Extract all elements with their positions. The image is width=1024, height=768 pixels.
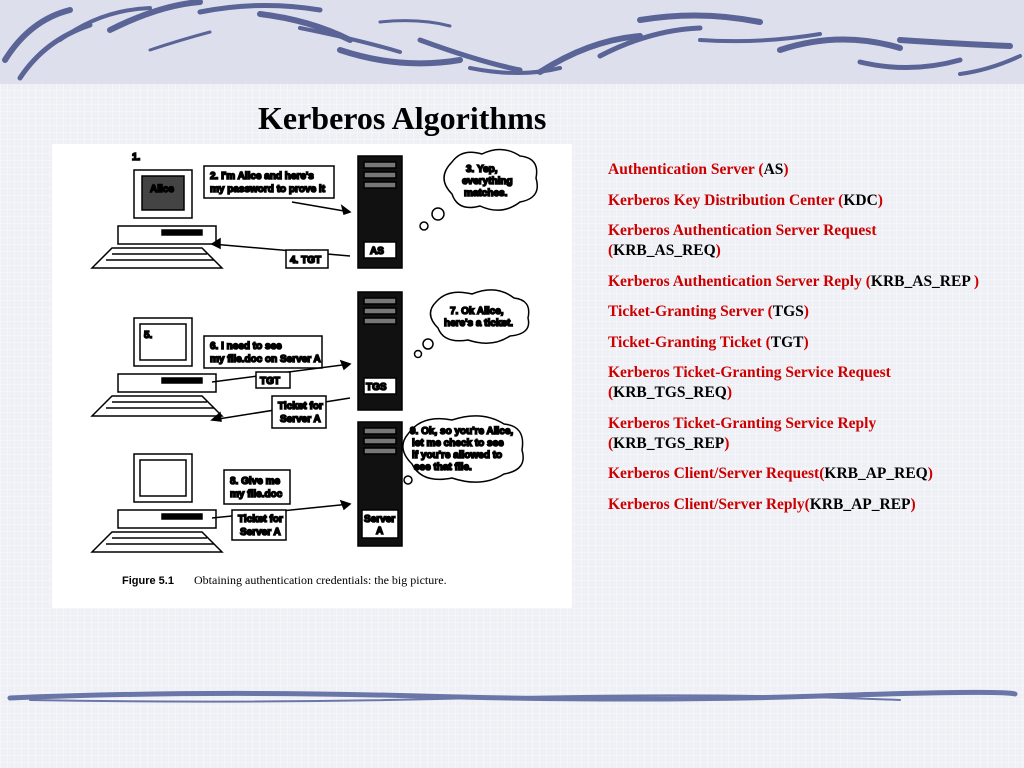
- term-close: ): [973, 272, 980, 290]
- term-item: Kerberos Client/Server Reply(KRB_AP_REP): [608, 495, 988, 515]
- ticket-line-1: Ticket for: [238, 514, 283, 525]
- term-abbreviation: KRB_AP_REP: [809, 495, 911, 513]
- figure-caption-text: Obtaining authentication credentials: th…: [194, 573, 447, 587]
- server-a-icon: [357, 421, 403, 547]
- msg-6-line-2: my file.doc on Server A: [210, 354, 321, 365]
- term-item: Kerberos Authentication Server Request (…: [608, 221, 988, 261]
- term-close: ): [803, 333, 809, 351]
- term-close: ): [803, 303, 809, 320]
- bubble-9-line-2: let me check to see: [412, 438, 504, 449]
- bubble-7-line-2: here's a ticket.: [444, 318, 513, 329]
- slide-title: Kerberos Algorithms: [258, 100, 547, 136]
- ticket-line-1: Ticket for: [278, 401, 323, 412]
- alice-screen-label: Alice: [150, 184, 174, 195]
- kerberos-figure: 1. Alice 2. I'm Alice and here's my pass…: [52, 144, 572, 608]
- server-a-line-1: Server: [364, 514, 395, 525]
- footer-divider: [0, 684, 1024, 710]
- figure-caption-label: Figure 5.1: [122, 575, 174, 587]
- msg-8-line-1: 8. Give me: [230, 476, 280, 487]
- bubble-9-line-1: 9. Ok, so you're Alice,: [410, 426, 513, 437]
- msg-2-line-2: my password to prove it: [210, 184, 326, 195]
- term-abbreviation: KRB_TGS_REQ: [613, 384, 727, 401]
- term-abbreviation: AS: [763, 161, 784, 178]
- bubble-9-line-4: see that file.: [414, 462, 472, 473]
- computer-icon: [90, 317, 224, 417]
- step-5-label: 5.: [144, 330, 153, 341]
- term-item: Kerberos Ticket-Granting Service Request…: [608, 363, 988, 403]
- term-abbreviation: KRB_AP_REQ: [824, 465, 928, 482]
- msg-4-label: 4. TGT: [290, 255, 321, 266]
- tgs-server-icon: [357, 291, 403, 411]
- term-close: ): [726, 384, 733, 401]
- term-text: Ticket-Granting Ticket (: [608, 333, 771, 351]
- swirl-divider: [7, 689, 1018, 703]
- term-abbreviation: KRB_TGS_REP: [613, 434, 725, 452]
- term-item: Authentication Server (AS): [608, 160, 988, 180]
- as-server-icon: [357, 155, 403, 269]
- term-item: Kerberos Client/Server Request(KRB_AP_RE…: [608, 464, 988, 484]
- term-item: Kerberos Authentication Server Reply (KR…: [608, 272, 988, 292]
- term-text: Kerberos Ticket-Granting Service Reply (: [608, 414, 877, 452]
- bubble-9-line-3: if you're allowed to: [412, 450, 502, 461]
- term-item: Kerberos Key Distribution Center (KDC): [608, 191, 988, 211]
- step-1-label: 1.: [132, 152, 141, 163]
- ticket-line-2: Server A: [240, 527, 281, 538]
- term-abbreviation: KRB_AS_REQ: [613, 242, 716, 259]
- term-list: Authentication Server (AS) Kerberos Key …: [608, 160, 988, 525]
- tgt-ticket-label: TGT: [260, 376, 280, 387]
- term-close: ): [910, 495, 916, 513]
- term-item: Kerberos Ticket-Granting Service Reply (…: [608, 414, 988, 454]
- term-text: Kerberos Ticket-Granting Service Request…: [608, 364, 891, 401]
- msg-6-line-1: 6. I need to see: [210, 341, 282, 352]
- term-text: Kerberos Key Distribution Center (: [608, 191, 844, 209]
- bubble-3-line-3: matches.: [464, 188, 508, 199]
- term-text: Ticket-Granting Server (: [608, 303, 773, 320]
- msg-8-line-2: my file.doc: [230, 489, 283, 500]
- term-close: ): [927, 465, 933, 482]
- kerberos-diagram: 1. Alice 2. I'm Alice and here's my pass…: [90, 148, 538, 587]
- bubble-3-line-1: 3. Yep,: [466, 164, 498, 175]
- bubble-7-line-1: 7. Ok Alice,: [450, 306, 504, 317]
- computer-icon: [90, 453, 224, 553]
- term-close: ): [783, 161, 789, 178]
- header-decoration: [0, 0, 1024, 84]
- term-close: ): [715, 242, 721, 259]
- as-label: AS: [370, 246, 384, 257]
- msg-2-line-1: 2. I'm Alice and here's: [210, 171, 314, 182]
- term-item: Ticket-Granting Server (TGS): [608, 302, 988, 322]
- term-abbreviation: KRB_AS_REP: [870, 272, 974, 290]
- term-text: Kerberos Client/Server Request(: [608, 465, 825, 482]
- term-abbreviation: KDC: [843, 191, 878, 209]
- swirl-pattern-top: [2, 0, 1022, 81]
- term-close: ): [877, 191, 883, 209]
- computer-icon: [90, 169, 224, 269]
- bubble-3-line-2: everything: [462, 176, 513, 187]
- term-text: Kerberos Client/Server Reply(: [608, 495, 810, 513]
- ticket-line-2: Server A: [280, 414, 321, 425]
- term-text: Kerberos Authentication Server Reply (: [608, 272, 871, 290]
- tgs-label: TGS: [366, 382, 387, 393]
- term-close: ): [724, 434, 730, 452]
- server-a-line-2: A: [376, 526, 383, 537]
- term-abbreviation: TGT: [770, 333, 804, 351]
- term-text: Kerberos Authentication Server Request (: [608, 222, 877, 259]
- term-item: Ticket-Granting Ticket (TGT): [608, 333, 988, 353]
- term-abbreviation: TGS: [772, 303, 804, 320]
- term-text: Authentication Server (: [608, 161, 764, 178]
